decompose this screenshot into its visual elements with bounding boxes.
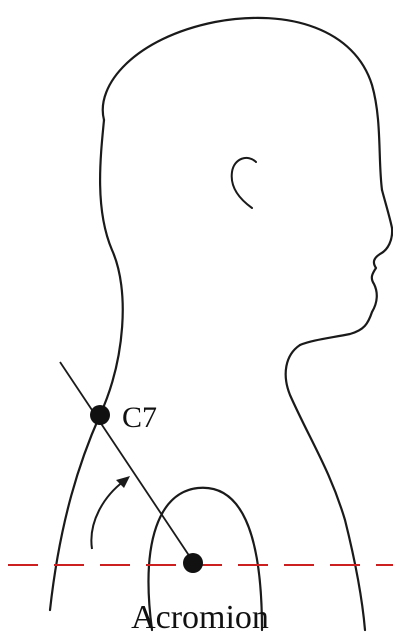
back-of-neck-outline xyxy=(50,120,123,610)
head-back-outline xyxy=(103,18,382,190)
curved-arrow-icon xyxy=(91,481,124,549)
front-of-neck-outline xyxy=(286,345,365,630)
acromion-label: Acromion xyxy=(131,599,269,636)
ear-outline xyxy=(232,158,256,208)
acromion-landmark-dot xyxy=(183,553,203,573)
c7-landmark-dot xyxy=(90,405,110,425)
face-profile-outline xyxy=(300,190,392,345)
c7-label: C7 xyxy=(122,401,157,434)
